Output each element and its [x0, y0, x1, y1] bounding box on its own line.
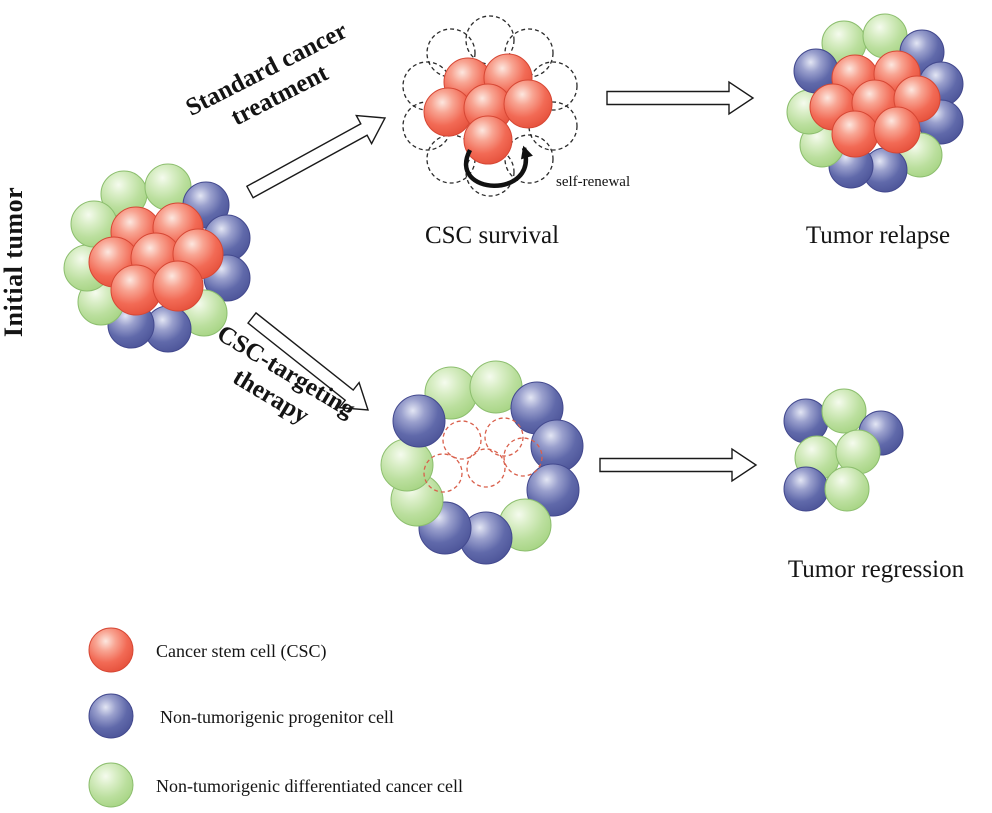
cell-progenitor	[526, 463, 580, 517]
cell-differentiated	[821, 388, 867, 434]
cell-dead_csc	[442, 420, 482, 460]
cell-csc	[503, 79, 553, 129]
cell-dead	[504, 134, 554, 184]
tumor-regression-cluster	[783, 388, 904, 512]
csc-survival-cluster	[402, 15, 578, 197]
csc-targeted-cluster	[380, 360, 584, 565]
tumor-relapse-label: Tumor relapse	[806, 222, 950, 249]
csc-survival-label: CSC survival	[425, 222, 559, 249]
relapse-arrow	[606, 80, 755, 116]
cell-dead	[528, 101, 578, 151]
cell-csc	[88, 627, 134, 673]
cell-dead_csc	[484, 417, 524, 457]
standard-treatment-arrow	[245, 114, 387, 199]
cell-csc	[152, 260, 204, 312]
cell-differentiated	[380, 438, 434, 492]
cell-differentiated	[88, 762, 134, 808]
cell-csc	[831, 110, 879, 158]
cell-dead_csc	[466, 448, 506, 488]
legend-label-differentiated: Non-tumorigenic differentiated cancer ce…	[156, 776, 463, 796]
cell-csc	[463, 115, 513, 165]
legend-label-progenitor: Non-tumorigenic progenitor cell	[160, 707, 394, 727]
cell-progenitor	[392, 394, 446, 448]
initial-tumor-label: Initial tumor	[0, 187, 28, 337]
cell-dead_csc	[503, 437, 543, 477]
self-renewal-arrow	[463, 145, 533, 188]
cell-differentiated	[824, 466, 870, 512]
cell-progenitor	[88, 693, 134, 739]
cell-dead	[528, 61, 578, 111]
arrows-layer	[245, 80, 758, 483]
tumor-regression-label: Tumor regression	[788, 556, 965, 583]
self-renewal-label: self-renewal	[556, 174, 630, 190]
cell-csc	[873, 106, 921, 154]
legend-swatches	[88, 627, 134, 808]
legend-label-csc: Cancer stem cell (CSC)	[156, 641, 326, 662]
cell-dead_csc	[423, 453, 463, 493]
csc-targeting-arrow	[247, 311, 369, 411]
initial-tumor-cluster	[63, 163, 251, 353]
regression-arrow	[599, 447, 758, 483]
tumor-relapse-cluster	[786, 13, 964, 193]
cell-progenitor	[783, 466, 829, 512]
